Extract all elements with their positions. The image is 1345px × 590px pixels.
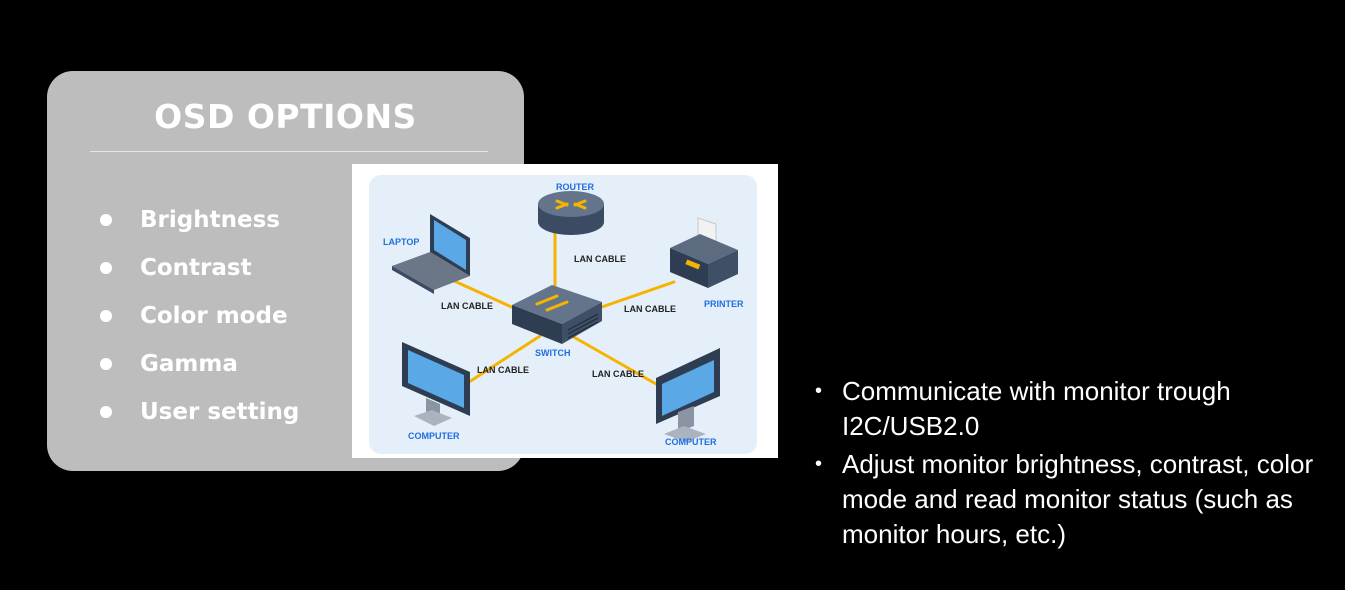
osd-divider [90,151,488,152]
computer-left-icon [402,342,470,426]
router-label: ROUTER [556,182,595,192]
cable-label-computer-right: LAN CABLE [592,369,644,379]
osd-item-label: Gamma [140,351,238,377]
router-icon [538,191,604,235]
osd-item-contrast: Contrast [97,244,299,292]
osd-item-label: Color mode [140,303,288,329]
bullet-icon [100,358,112,370]
osd-item-label: Brightness [140,207,280,233]
note-text: Communicate with monitor trough I2C/USB2… [842,376,1231,441]
network-diagram: ROUTER LAPTOP PRINTER SWITCH COMPUTER CO… [352,164,778,458]
cables [450,228,676,386]
cable-computer-right-switch [570,334,658,386]
bullet-icon [100,406,112,418]
bullet-icon: • [815,380,823,402]
cable-label-router: LAN CABLE [574,254,626,264]
osd-title: OSD OPTIONS [154,97,417,136]
cable-computer-left-switch [464,334,542,386]
printer-label: PRINTER [704,299,744,309]
bullet-icon [100,262,112,274]
osd-item-user-setting: User setting [97,388,299,436]
printer-icon [670,217,738,288]
laptop-icon [392,214,470,294]
switch-label: SWITCH [535,348,571,358]
osd-item-brightness: Brightness [97,196,299,244]
note-text: Adjust monitor brightness, contrast, col… [842,449,1314,549]
bullet-icon: • [815,453,823,475]
computer-right-icon [656,348,720,442]
laptop-label: LAPTOP [383,237,419,247]
osd-item-gamma: Gamma [97,340,299,388]
bullet-icon [100,214,112,226]
cable-laptop-switch [450,278,518,311]
computer-right-label: COMPUTER [665,437,717,447]
bullet-icon [100,310,112,322]
osd-item-label: User setting [140,399,300,425]
note-item: • Communicate with monitor trough I2C/US… [815,374,1315,444]
notes-list: • Communicate with monitor trough I2C/US… [815,374,1315,555]
cable-label-laptop: LAN CABLE [441,301,493,311]
cable-label-printer: LAN CABLE [624,304,676,314]
cable-label-computer-left: LAN CABLE [477,365,529,375]
osd-list: Brightness Contrast Color mode Gamma Use… [97,196,299,436]
network-diagram-svg: ROUTER LAPTOP PRINTER SWITCH COMPUTER CO… [369,175,757,454]
switch-icon [512,285,602,344]
cable-printer-switch [594,280,676,311]
osd-item-color-mode: Color mode [97,292,299,340]
note-item: • Adjust monitor brightness, contrast, c… [815,447,1315,552]
osd-item-label: Contrast [140,255,252,281]
computer-left-label: COMPUTER [408,431,460,441]
